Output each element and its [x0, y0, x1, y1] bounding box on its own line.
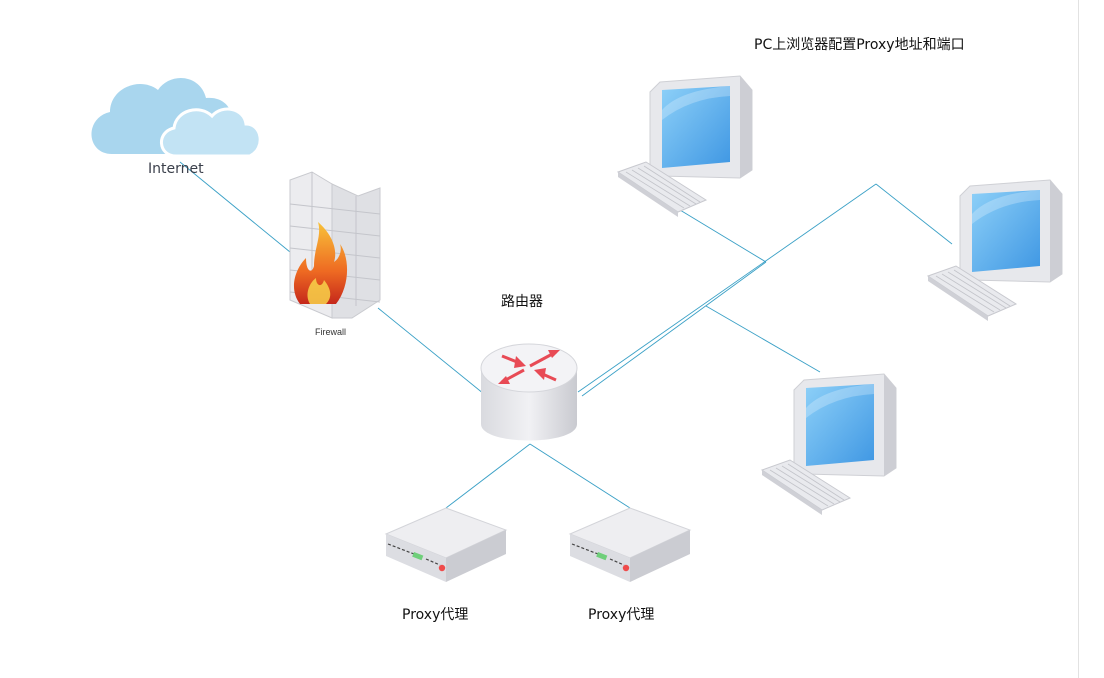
- router-icon: [480, 343, 578, 441]
- computer-icon: [761, 373, 897, 516]
- firewall-label: Firewall: [315, 327, 347, 337]
- internet-label: Internet: [148, 161, 204, 177]
- router-label: 路由器: [501, 294, 543, 310]
- computer-icon: [617, 75, 753, 218]
- diagram-title: PC上浏览器配置Proxy地址和端口: [754, 37, 965, 53]
- firewall-icon: [289, 171, 381, 319]
- server-icon: [385, 507, 507, 583]
- proxy-label-2: Proxy代理: [588, 607, 655, 623]
- page-right-border: [1078, 0, 1079, 678]
- proxy-label-1: Proxy代理: [402, 607, 469, 623]
- computer-icon: [927, 179, 1063, 322]
- server-icon: [569, 507, 691, 583]
- connection-lines: [179, 161, 953, 509]
- cloud-icon: [91, 78, 262, 158]
